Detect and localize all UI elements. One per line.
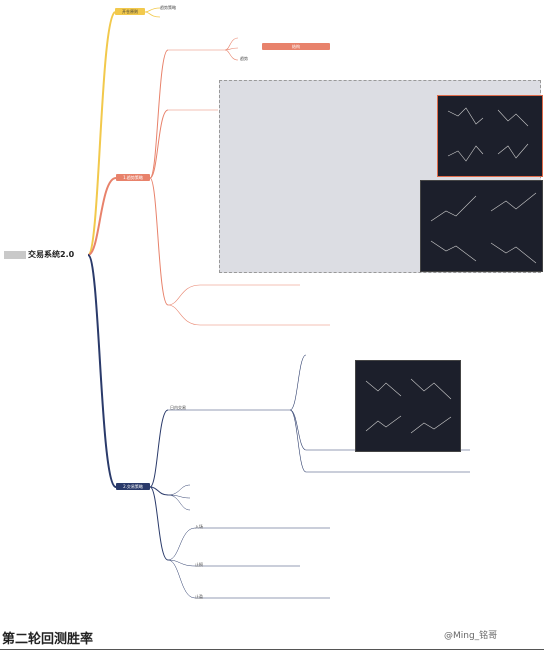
chart-lines bbox=[430, 192, 537, 264]
chart-screenshot-1 bbox=[437, 95, 543, 177]
chart-screenshot-2 bbox=[420, 180, 543, 272]
node-label: 止盈 bbox=[195, 594, 203, 599]
watermark: @Ming_铭哥 bbox=[444, 631, 498, 641]
chart-lines bbox=[365, 378, 452, 434]
divider bbox=[0, 649, 544, 650]
node-label: 趋势 bbox=[240, 56, 248, 61]
branch-2-tag: 1.趋势策略 bbox=[116, 174, 150, 181]
node-label: 日内交易 bbox=[170, 405, 186, 410]
highlight-tag: 结构 bbox=[262, 43, 330, 50]
root-node: 交易系统2.0 bbox=[4, 249, 74, 260]
node-label: 趋势策略 bbox=[160, 5, 176, 10]
node-label: 止损 bbox=[195, 562, 203, 567]
branch-3-tag: 2.交易策略 bbox=[116, 483, 150, 490]
node-label: 入场 bbox=[195, 524, 203, 529]
root-title: 交易系统2.0 bbox=[28, 250, 75, 259]
blurred-text bbox=[4, 250, 26, 259]
branch-1-tag: 开仓原则 bbox=[115, 8, 145, 15]
chart-lines bbox=[447, 107, 529, 162]
chart-screenshot-3 bbox=[355, 360, 461, 452]
section-heading: 第二轮回测胜率 bbox=[2, 632, 94, 647]
